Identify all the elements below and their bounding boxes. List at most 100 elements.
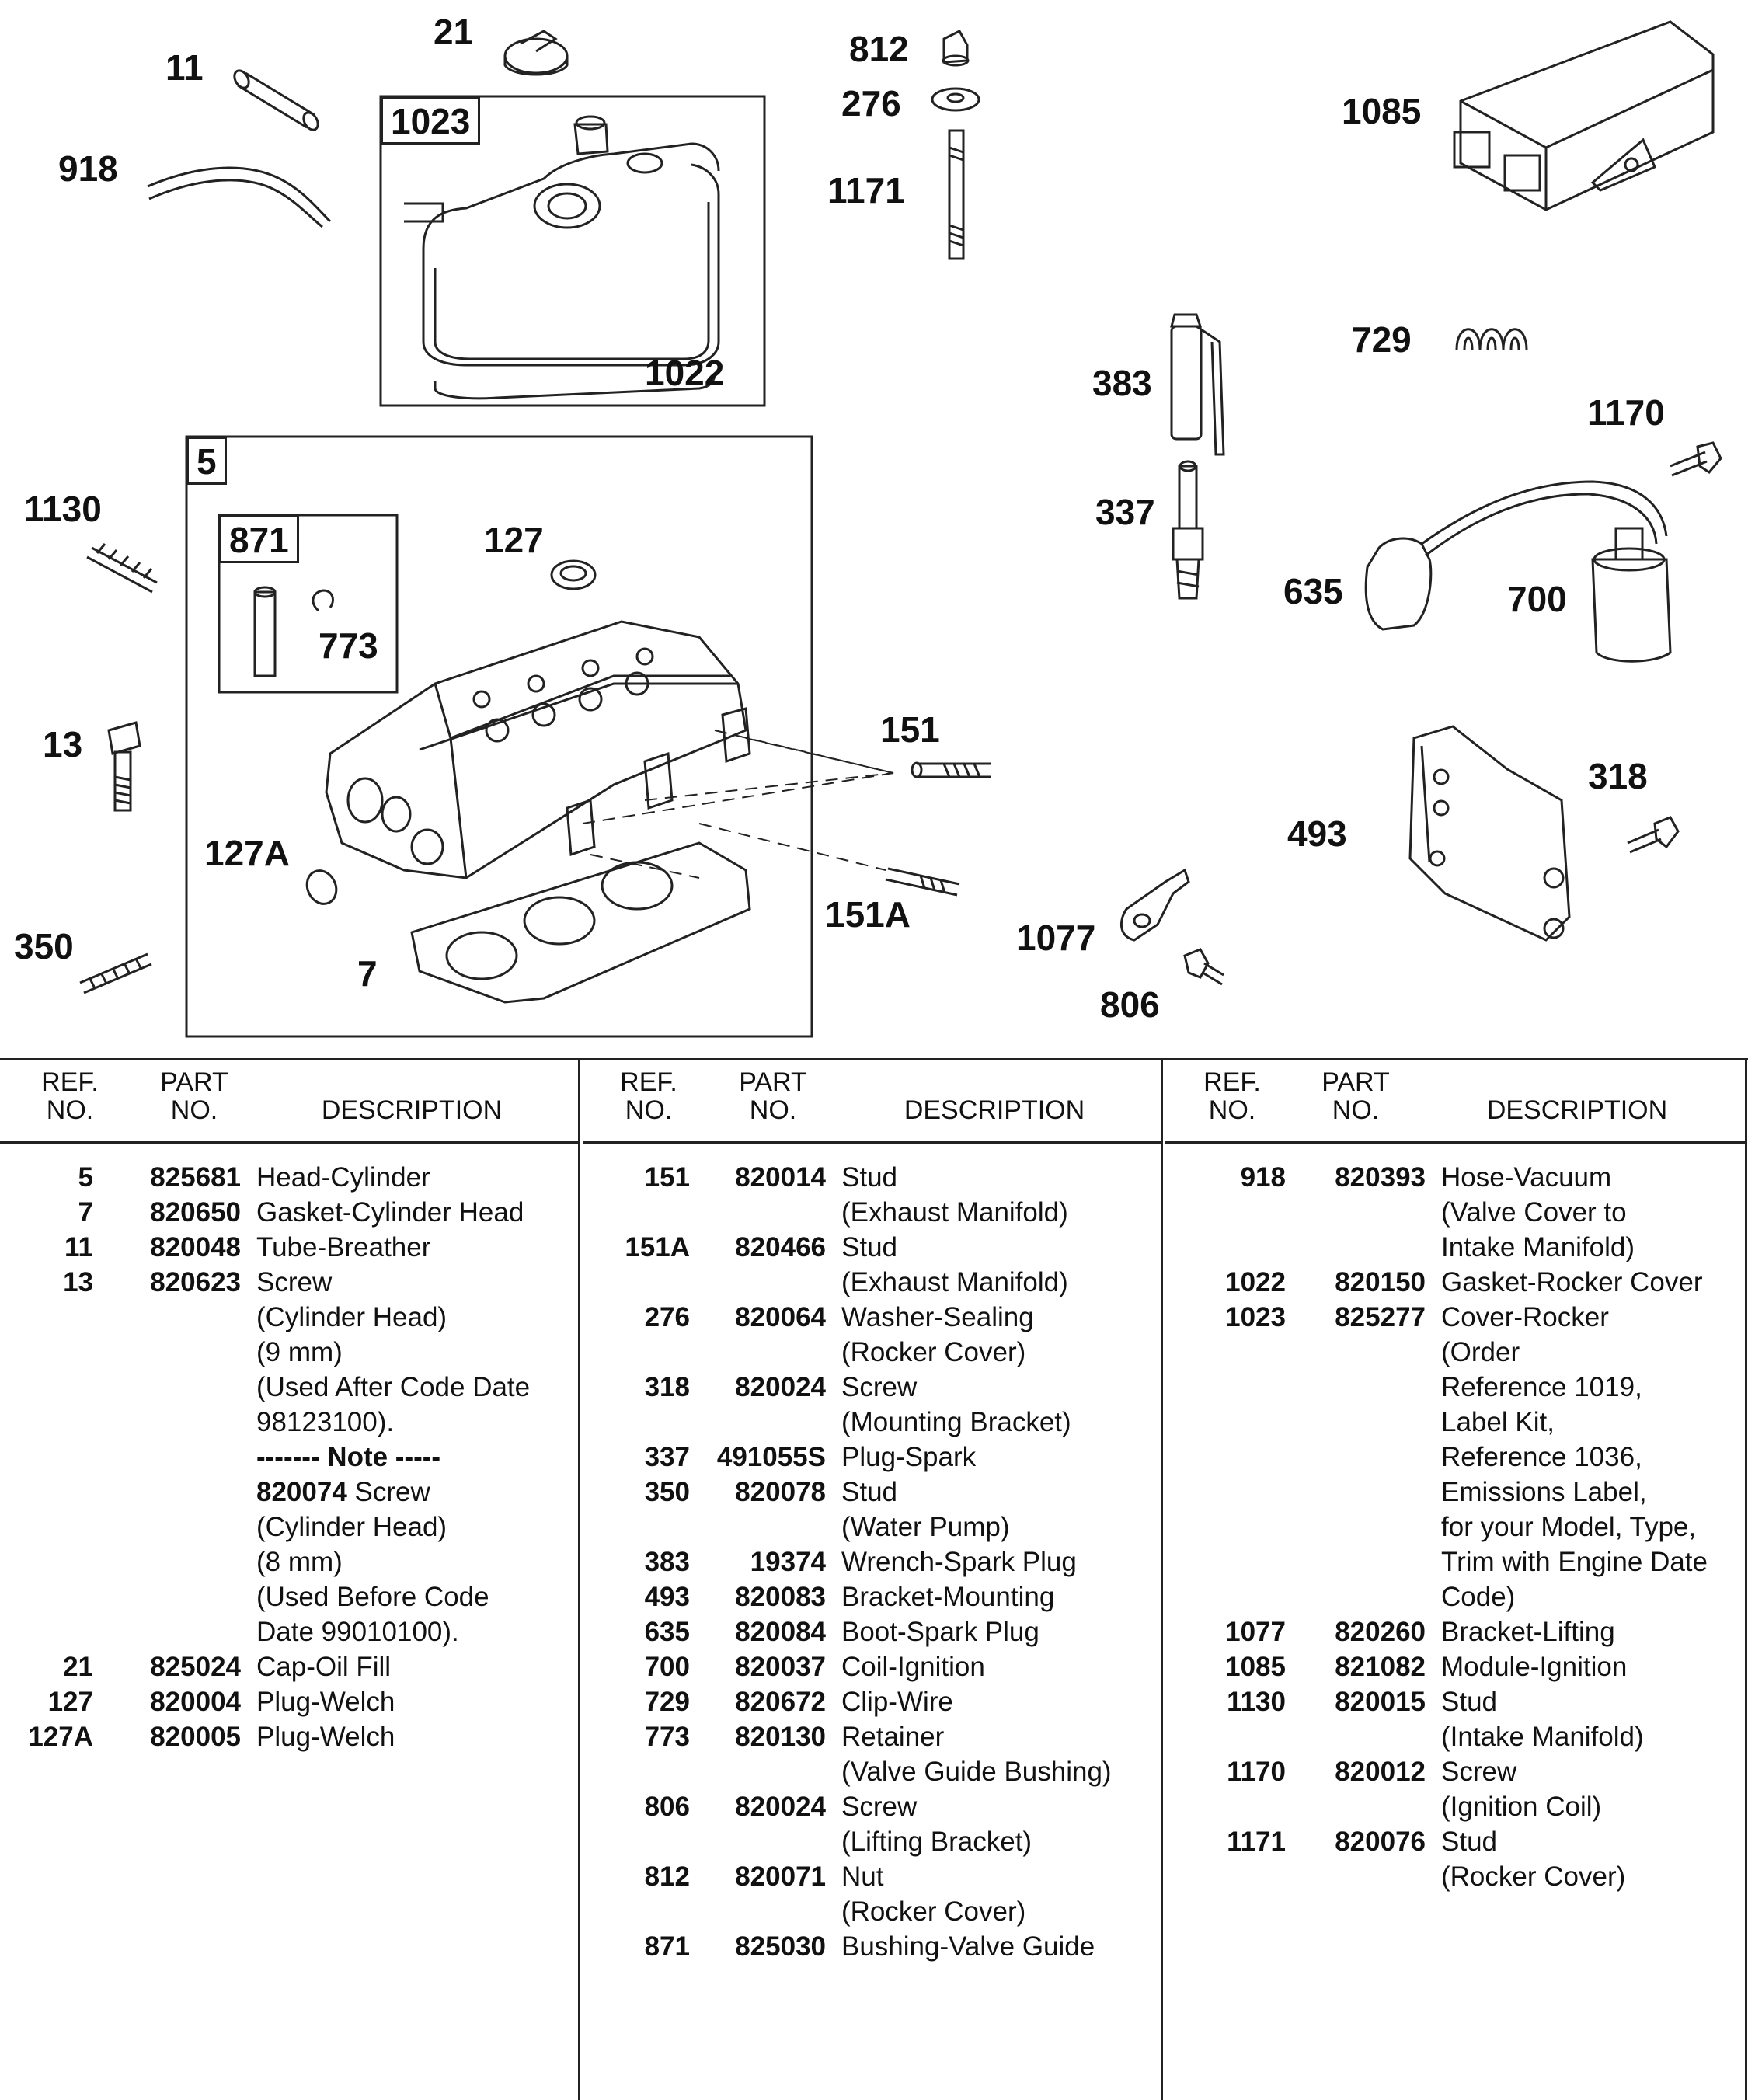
ref-number: 7 [78,1197,93,1228]
part-number: 820014 [735,1162,826,1193]
ref-number: 383 [644,1547,690,1577]
callout-11: 11 [165,47,204,88]
part-description: (Cylinder Head) [256,1512,447,1542]
part-description: (Ignition Coil) [1441,1792,1602,1822]
table-row: Code) [1165,1579,1745,1614]
header-part: PART NO. [160,1067,228,1125]
part-number [93,1579,241,1614]
part-description: Cover-Rocker [1441,1302,1609,1332]
ref-number [0,1475,93,1510]
part-description: Stud [841,1477,897,1507]
part-description: Stud [841,1232,897,1262]
table-row: (Order [1165,1335,1745,1370]
ref-number [583,1405,690,1440]
table-row: (Cylinder Head) [0,1510,578,1545]
part-description: (9 mm) [256,1337,343,1367]
callout-350: 350 [14,926,74,966]
table-row: (Intake Manifold) [1165,1719,1745,1754]
head-gasket-part [410,841,751,1004]
table-row: (Used Before Code [0,1579,578,1614]
part-description: Plug-Welch [256,1687,395,1717]
callout-151: 151 [880,709,940,750]
part-number: 820005 [150,1722,241,1752]
ref-number: 729 [644,1687,690,1717]
part-description: Plug-Spark [841,1442,977,1472]
ref-number [583,1754,690,1789]
part-number: 820130 [735,1722,826,1752]
ref-number [583,1335,690,1370]
callout-13: 13 [43,724,83,764]
table-row: 98123100). [0,1405,578,1440]
part-description: Coil-Ignition [841,1652,985,1682]
ref-number [1165,1545,1286,1579]
part-description: Screw [256,1267,333,1297]
part-description: Stud [1441,1687,1497,1717]
part-number [1286,1440,1426,1475]
part-number [93,1475,241,1510]
sealing-washer-part [931,87,980,112]
part-number [1286,1405,1426,1440]
part-number: 820650 [150,1197,241,1228]
part-number [1286,1545,1426,1579]
ref-number: 1170 [1227,1757,1286,1787]
part-description: Date 99010100). [256,1617,459,1647]
part-description: (Used After Code Date [256,1372,531,1402]
column-header: REF. NO. PART NO. DESCRIPTION [583,1060,1161,1144]
part-description: Boot-Spark Plug [841,1617,1039,1647]
table-row: (9 mm) [0,1335,578,1370]
part-description: Screw [1441,1757,1517,1787]
ref-number: 918 [1240,1162,1286,1193]
callout-1077: 1077 [1016,918,1096,958]
part-description: Cap-Oil Fill [256,1652,392,1682]
callout-1170: 1170 [1587,392,1665,433]
table-row: Emissions Label, [1165,1475,1745,1510]
ref-number: 350 [644,1477,690,1507]
wire-clip-part [1455,328,1528,350]
ref-number [1165,1510,1286,1545]
ref-number: 773 [644,1722,690,1752]
ref-number: 1023 [1225,1302,1286,1332]
part-description: Reference 1019, [1441,1372,1642,1402]
ref-number [583,1894,690,1929]
part-number: 820004 [150,1687,241,1717]
part-number [1286,1230,1426,1265]
oil-fill-cap-part [503,30,569,76]
exhaust-stud-part [911,761,991,778]
rocker-cover-part [404,115,720,400]
ref-number [1165,1335,1286,1370]
ref-number [583,1824,690,1859]
table-row: (Valve Guide Bushing) [583,1754,1161,1789]
ref-number: 1085 [1225,1652,1286,1682]
part-number [93,1370,241,1405]
retainer-part [312,589,334,612]
ref-number [1165,1789,1286,1824]
header-description: DESCRIPTION [904,1095,1085,1125]
part-description: (Lifting Bracket) [841,1827,1032,1857]
part-number [93,1335,241,1370]
box-label-1023: 1023 [381,96,481,145]
part-number: 491055S [716,1442,826,1472]
part-description: (Rocker Cover) [841,1896,1026,1927]
ref-number [1165,1230,1286,1265]
part-description: Head-Cylinder [256,1162,430,1193]
box-label-5: 5 [186,437,227,485]
ref-number [1165,1195,1286,1230]
ref-number: 806 [644,1792,690,1822]
callout-806: 806 [1100,984,1160,1025]
box-label-871: 871 [219,515,299,563]
part-number: 820024 [735,1792,826,1822]
ref-number [0,1440,93,1475]
part-number: 820083 [735,1582,826,1612]
ref-number: 5 [78,1162,93,1193]
